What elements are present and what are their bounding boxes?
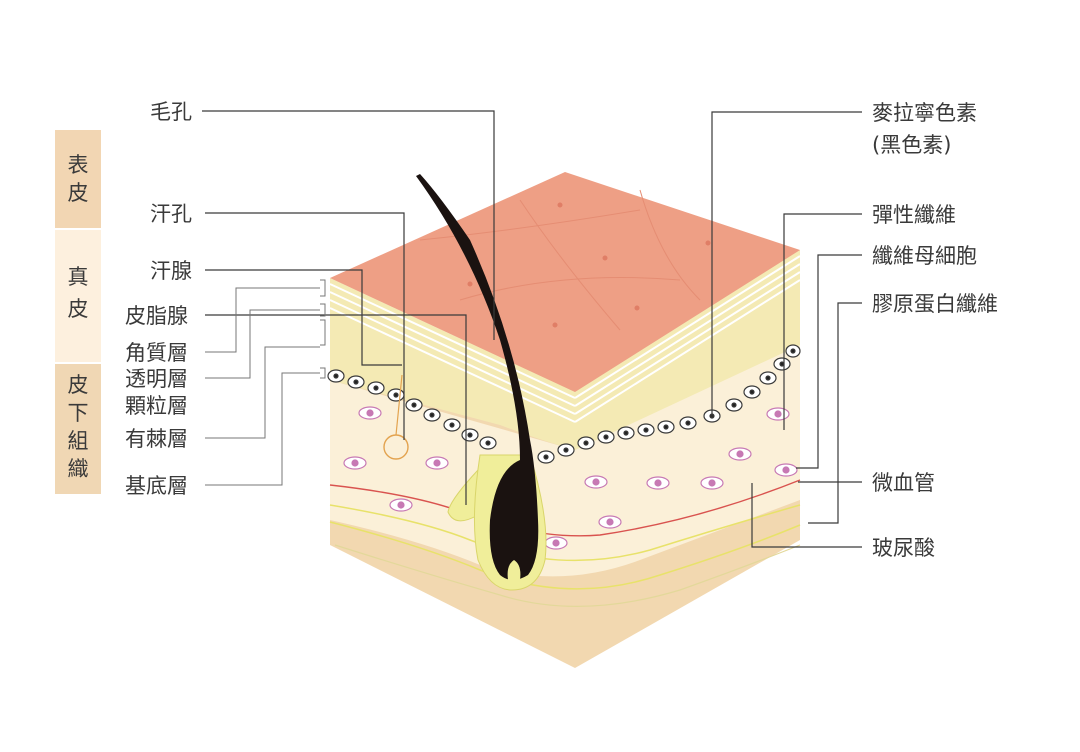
band-epidermis-char-2: 皮 — [68, 181, 89, 205]
band-subcutaneous-char-1: 皮 — [68, 373, 89, 397]
band-subcutaneous-char-4: 織 — [68, 457, 89, 481]
leader-corneum — [205, 287, 320, 353]
leader-melanin — [711, 111, 862, 418]
left-leader-lines — [202, 110, 495, 505]
bracket-corneum — [320, 279, 326, 297]
label-sebaceous-gland: 皮脂腺 — [125, 304, 188, 328]
layer-bands: 表 皮 真 皮 皮 下 組 織 — [55, 130, 101, 494]
hair-papilla — [507, 560, 521, 580]
fibroblast-cells — [343, 406, 798, 550]
label-fibroblast: 纖維母細胞 — [872, 244, 977, 268]
label-stratum-spinosum: 有棘層 — [125, 427, 188, 451]
band-subcutaneous — [55, 364, 101, 494]
leader-collagen — [808, 302, 862, 524]
leader-fibroblast — [796, 254, 862, 469]
label-elastic-fiber: 彈性纖維 — [872, 203, 956, 227]
bracket-lucidum — [320, 303, 326, 317]
band-epidermis-char-1: 表 — [68, 153, 89, 177]
label-stratum-corneum: 角質層 — [125, 341, 188, 365]
pore-dots — [467, 202, 711, 328]
fat-layer-line-2 — [329, 521, 801, 590]
skin-surface — [330, 172, 800, 392]
stratum-lines-right — [574, 255, 801, 423]
label-stratum-granulosum: 顆粒層 — [125, 394, 188, 418]
bracket-basale — [320, 367, 326, 379]
label-sweat-pore: 汗孔 — [150, 202, 192, 226]
band-dermis-char-2: 皮 — [68, 297, 89, 321]
leader-elastic-fiber — [783, 213, 862, 430]
leader-pore — [202, 110, 495, 340]
right-labels: 麥拉寧色素 (黑色素) 彈性纖維 纖維母細胞 膠原蛋白纖維 微血管 玻尿酸 — [872, 101, 998, 560]
label-pore: 毛孔 — [150, 100, 192, 124]
sweat-duct — [395, 374, 403, 436]
label-collagen-fiber: 膠原蛋白纖維 — [872, 292, 998, 316]
band-dermis — [55, 230, 101, 362]
bracket-granulosum — [320, 319, 326, 346]
leader-sweat-gland — [205, 269, 402, 366]
leader-sebaceous-gland — [205, 314, 467, 505]
capillary-line — [329, 479, 801, 537]
label-stratum-basale: 基底層 — [125, 474, 188, 498]
label-stratum-lucidum: 透明層 — [125, 367, 188, 391]
label-melanin: 麥拉寧色素 — [872, 101, 977, 125]
stratum-lines-left — [329, 283, 576, 423]
skin-cube — [327, 172, 801, 668]
basal-cell-chain — [327, 344, 801, 464]
leader-hyaluronic — [751, 483, 862, 548]
right-leader-lines — [711, 111, 862, 548]
label-melanin-sub: (黑色素) — [872, 133, 951, 157]
leader-basale — [205, 372, 320, 486]
fat-layer-line-1 — [329, 504, 801, 562]
label-hyaluronic-acid: 玻尿酸 — [872, 536, 935, 560]
label-sweat-gland: 汗腺 — [150, 259, 192, 283]
band-subcutaneous-char-2: 下 — [68, 401, 89, 425]
hair-shaft — [416, 174, 539, 580]
band-epidermis — [55, 130, 101, 228]
leader-sweat-pore — [205, 212, 405, 440]
leader-spinosum — [205, 346, 320, 439]
leader-lucidum — [205, 309, 320, 379]
band-subcutaneous-char-3: 組 — [68, 429, 89, 453]
band-dermis-char-1: 真 — [68, 265, 89, 289]
fat-layer-line-3 — [334, 544, 801, 607]
label-capillary: 微血管 — [872, 471, 935, 495]
left-labels: 毛孔 汗孔 汗腺 皮脂腺 角質層 透明層 顆粒層 有棘層 基底層 — [125, 100, 192, 498]
